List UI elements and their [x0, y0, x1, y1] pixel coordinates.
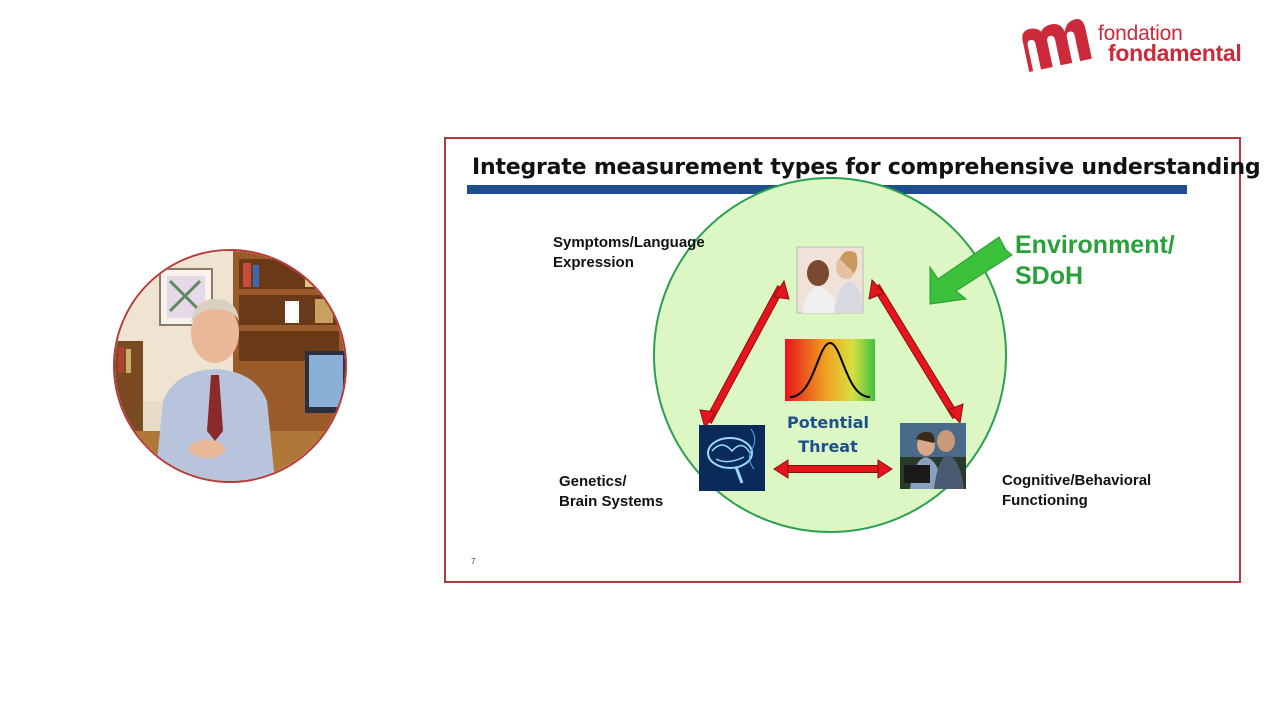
node-label-cognitive: Cognitive/Behavioral Functioning [1002, 472, 1152, 509]
arrow-top-right [868, 278, 964, 425]
conversation-photo [796, 246, 864, 314]
potential-threat-curve [785, 339, 875, 401]
arrow-top-left [699, 279, 790, 430]
environment-sdoh-label: Environment/ SDoH [1015, 231, 1175, 290]
node-label-symptoms: Symptoms/Language Expression [553, 234, 705, 271]
brain-photo [699, 425, 765, 491]
presentation-slide: Integrate measurement types for comprehe… [444, 137, 1261, 583]
speaker-photo [115, 251, 345, 481]
slide-title: Integrate measurement types for comprehe… [472, 155, 1261, 180]
speaker-avatar [113, 249, 347, 483]
arrow-bottom [773, 459, 893, 479]
measurement-diagram [653, 177, 1013, 533]
slide-number: 7 [471, 557, 476, 566]
logo-text-fondamental: fondamental [1108, 40, 1242, 66]
potential-threat-label: Potential Threat [786, 413, 870, 456]
node-label-genetics: Genetics/ Brain Systems [559, 473, 664, 510]
fondation-fondamental-logo: fondation fondamental [1018, 14, 1263, 74]
m-logo-icon [1022, 19, 1092, 72]
environment-arrow [929, 236, 1013, 305]
computer-users-photo [900, 423, 966, 489]
logo-text-fondation: fondation [1098, 22, 1183, 45]
